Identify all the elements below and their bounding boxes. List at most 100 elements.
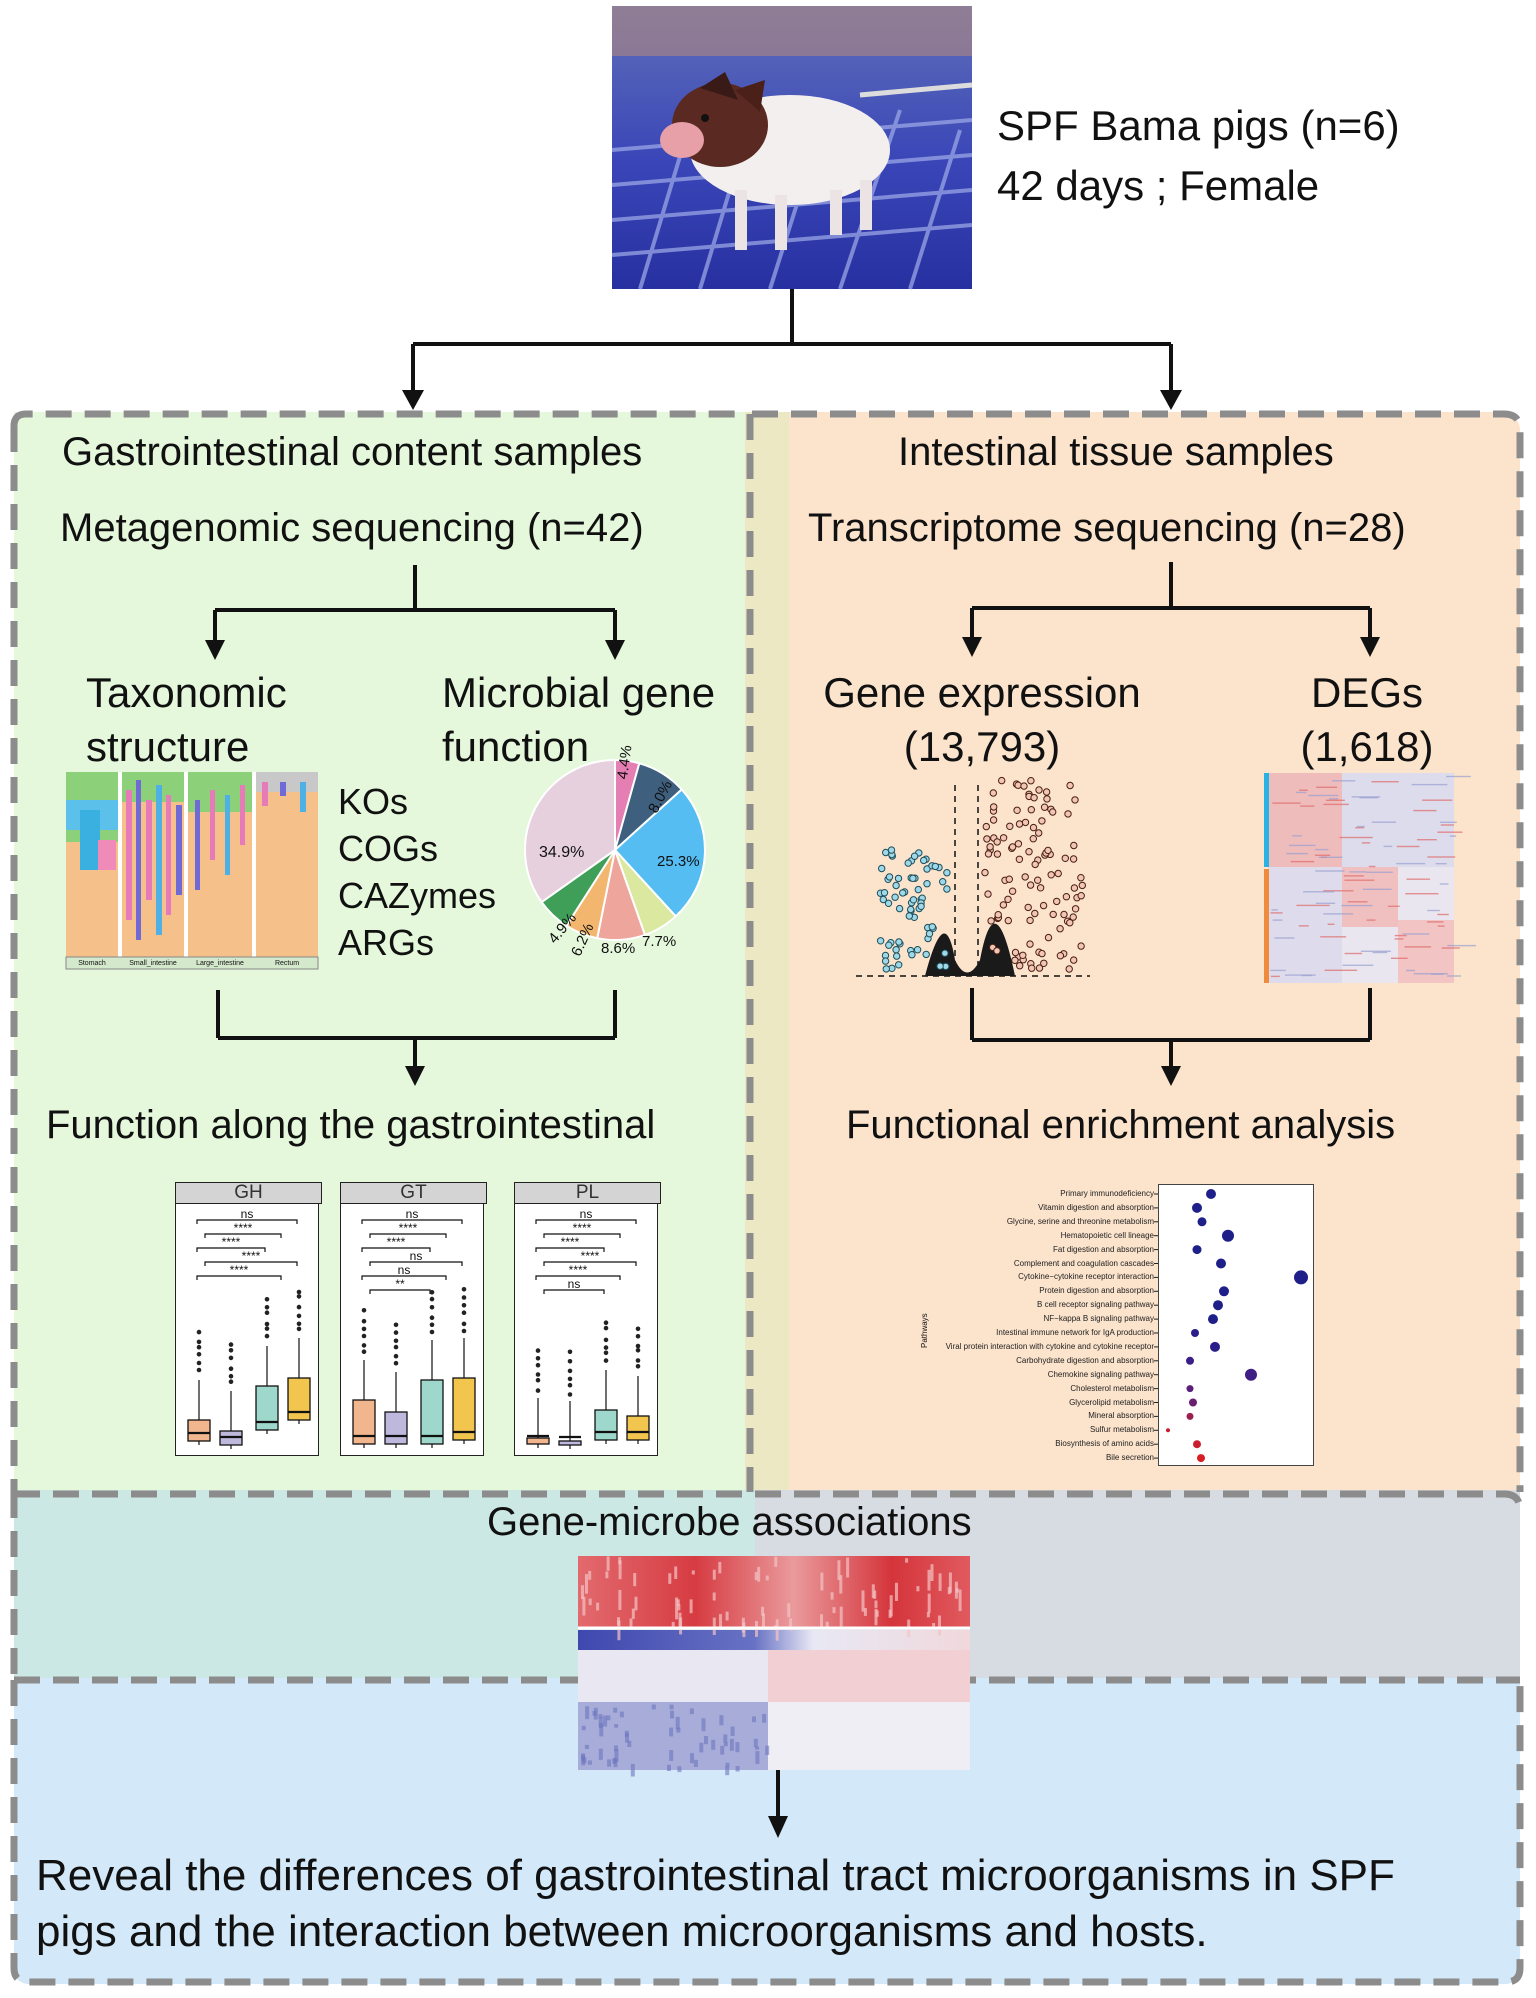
deg-heatmap-cell: [1270, 975, 1280, 978]
deg-heatmap-cell: [1342, 964, 1374, 966]
boxplot-outlier: [535, 1388, 541, 1393]
volcano-up-point: [1070, 956, 1078, 964]
arrow-to-gene-expression: [962, 637, 982, 657]
association-heatmap-cell: [618, 1560, 622, 1580]
significance-bracket: [361, 1275, 447, 1280]
boxplot-outlier: [535, 1356, 541, 1361]
association-heatmap-cell: [938, 1573, 942, 1591]
association-heatmap-cell: [863, 1608, 867, 1616]
significance-bracket: [361, 1219, 463, 1224]
deg-heatmap-cell: [1440, 821, 1457, 823]
boxplot-outlier: [393, 1353, 399, 1359]
bar-group-large-intestine: Large_intestine: [196, 960, 244, 967]
association-heatmap-cell: [830, 1592, 834, 1600]
volcano-down-point: [923, 880, 931, 888]
deg-heatmap-cell: [1315, 902, 1336, 904]
enrichment-pathway-label: Biosynthesis of amino acids: [1055, 1439, 1154, 1449]
volcano-down-point: [895, 938, 903, 946]
enrichment-pathway-label: Glycerolipid metabolism: [1069, 1397, 1154, 1407]
boxplot-outlier: [296, 1294, 302, 1299]
significance-label: ****: [234, 1221, 253, 1235]
volcano-up-point: [1065, 965, 1073, 973]
volcano-up-point: [1015, 855, 1024, 863]
deg-heatmap-cell: [1344, 879, 1375, 881]
volcano-up-point: [987, 917, 995, 925]
conclusion-line-1: Reveal the differences of gastrointestin…: [36, 1851, 1395, 1900]
association-heatmap-cell: [774, 1556, 778, 1567]
volcano-up-point: [1077, 874, 1085, 882]
association-heatmap-cell: [932, 1623, 936, 1629]
deg-heatmap-cell: [1396, 845, 1420, 848]
association-heatmap-cell: [675, 1597, 679, 1620]
association-heatmap-cell: [846, 1557, 850, 1578]
volcano-up-point: [981, 868, 989, 877]
association-heatmap-cell: [669, 1704, 674, 1710]
volcano-up-point: [994, 911, 1002, 919]
boxplot-outlier: [196, 1344, 202, 1350]
association-heatmap-cell: [839, 1606, 843, 1628]
volcano-up-point: [1019, 951, 1027, 959]
boxplot-outlier: [393, 1360, 399, 1366]
volcano-up-point: [993, 850, 1002, 858]
association-heatmap-cell: [704, 1736, 708, 1745]
deg-heatmap-cell: [1394, 934, 1407, 937]
significance-bracket: [196, 1247, 266, 1252]
volcano-down-point: [882, 965, 890, 973]
deg-heatmap-cell: [1318, 856, 1343, 858]
boxplot-outlier: [296, 1313, 302, 1319]
boxplot-outlier: [264, 1297, 270, 1302]
significance-label: ****: [222, 1235, 241, 1249]
significance-label: ns: [241, 1207, 254, 1221]
volcano-down-point: [920, 856, 928, 865]
enrichment-pathway-label: Hematopoietic cell lineage: [1060, 1230, 1154, 1240]
deg-heatmap-cell: [1413, 809, 1437, 812]
boxplot-outlier: [635, 1348, 641, 1353]
bar-segments: [66, 772, 318, 940]
deg-heatmap-cell: [1316, 786, 1338, 788]
association-heatmap-cell: [614, 1745, 618, 1752]
volcano-up-point: [1021, 818, 1030, 827]
association-heatmap-cell: [752, 1716, 756, 1723]
conclusion-line-2: pigs and the interaction between microor…: [36, 1907, 1208, 1956]
volcano-down-point: [894, 874, 903, 883]
significance-label: ****: [387, 1235, 406, 1249]
volcano-up-point: [983, 835, 991, 843]
left-panel-result: Function along the gastrointestinal: [46, 1103, 656, 1147]
boxplot-panel-title: PL: [514, 1182, 661, 1204]
enrichment-pathway-label: Carbohydrate digestion and absorption: [1016, 1355, 1154, 1365]
association-heatmap-cell: [582, 1596, 586, 1616]
association-heatmap-cell: [588, 1570, 592, 1580]
boxplot-outlier: [603, 1350, 609, 1356]
enrichment-pathway-label: Cytokine−cytokine receptor interaction: [1018, 1272, 1154, 1282]
volcano-up-point: [1069, 855, 1078, 863]
boxplot-box: [187, 1419, 211, 1442]
boxplot-outlier: [264, 1321, 270, 1327]
pie-label-5: 8.6%: [601, 940, 636, 957]
enrichment-pathway-label: Fat digestion and absorption: [1053, 1244, 1154, 1254]
deg-heatmap-cell: [1292, 835, 1302, 837]
association-heatmap-cell: [625, 1733, 629, 1743]
volcano-up-point: [1040, 959, 1048, 967]
deg-heatmap-cell: [1387, 905, 1400, 907]
association-heatmap-cell: [677, 1766, 682, 1773]
annotation-cogs: COGs: [338, 828, 439, 869]
volcano-up-point: [1013, 806, 1021, 814]
volcano-down-point: [943, 885, 951, 893]
volcano-up-point: [1029, 823, 1038, 832]
volcano-up-point: [1026, 940, 1034, 948]
boxplot-outlier: [567, 1392, 573, 1397]
association-heatmap-cell: [618, 1589, 622, 1610]
deg-heatmap-cell: [1396, 862, 1426, 865]
volcano-up-point: [1066, 919, 1074, 927]
volcano-up-point: [1053, 897, 1061, 906]
boxplot-outlier: [361, 1318, 367, 1324]
association-heatmap-cell: [926, 1612, 930, 1618]
volcano-up-point: [1027, 806, 1036, 814]
boxplot-box: [352, 1399, 376, 1445]
arrow-to-right-panel: [1160, 390, 1182, 410]
subject-line-1: SPF Bama pigs (n=6): [997, 102, 1400, 149]
boxplot-outlier: [228, 1355, 234, 1361]
boxplot-outlier: [603, 1337, 609, 1343]
volcano-down-point: [895, 904, 904, 913]
